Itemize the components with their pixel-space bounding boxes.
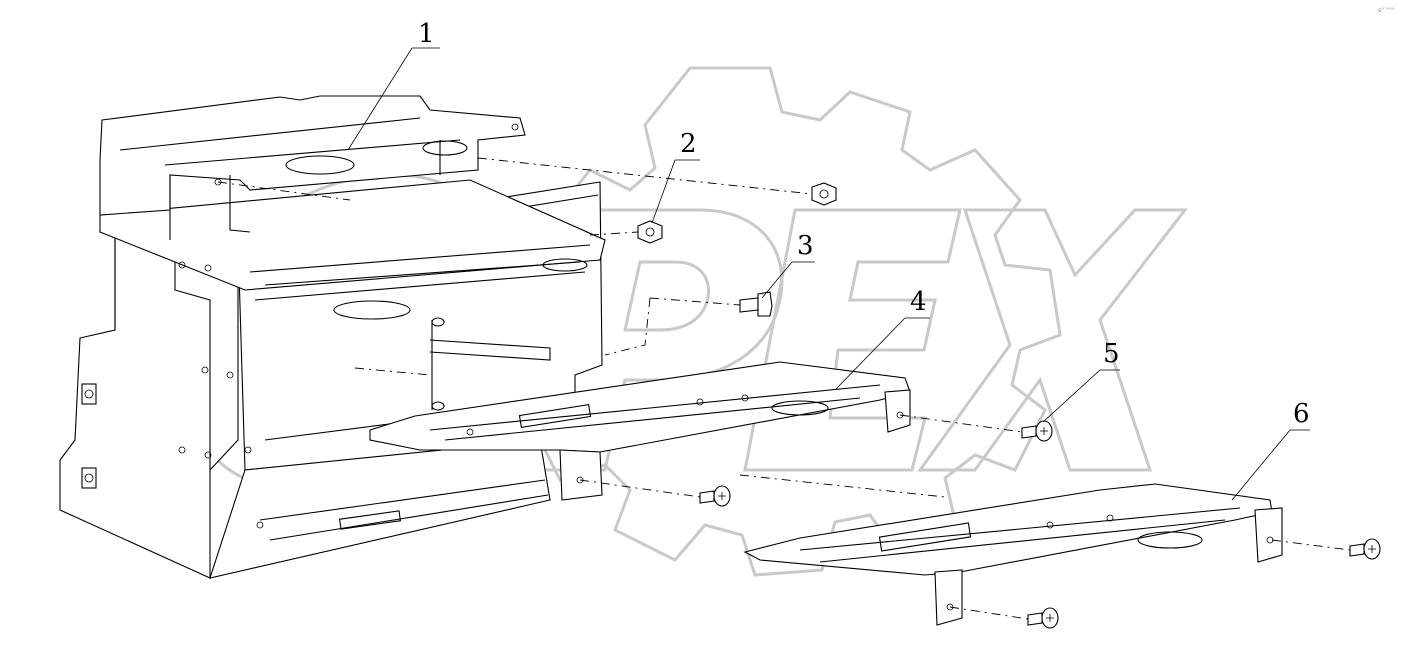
corner-mark: s° °°° [1378, 7, 1395, 14]
callout-3: 3 [797, 231, 814, 261]
screw-4 [1027, 607, 1059, 629]
screw-1 [1021, 420, 1053, 442]
watermark-letter-x [917, 208, 1189, 472]
callout-5: 5 [1103, 339, 1120, 369]
main-frame-bracket [59, 95, 606, 579]
assembly-center-lines [217, 157, 1351, 620]
callout-2: 2 [680, 129, 697, 159]
callout-leaders [347, 47, 1310, 501]
watermark-letter-e [743, 208, 962, 472]
screw-3 [1349, 538, 1381, 560]
screw-2 [699, 485, 731, 507]
right-mounting-plate [743, 483, 1283, 626]
middle-mounting-plate [369, 361, 911, 501]
callout-4: 4 [910, 287, 927, 317]
callout-1: 1 [418, 19, 435, 49]
hex-nut-1 [811, 182, 837, 206]
callout-labels: 1 2 3 4 5 6 [418, 19, 1310, 429]
hex-bolt [739, 291, 773, 317]
hex-nut-2 [637, 220, 663, 244]
callout-6: 6 [1293, 399, 1310, 429]
